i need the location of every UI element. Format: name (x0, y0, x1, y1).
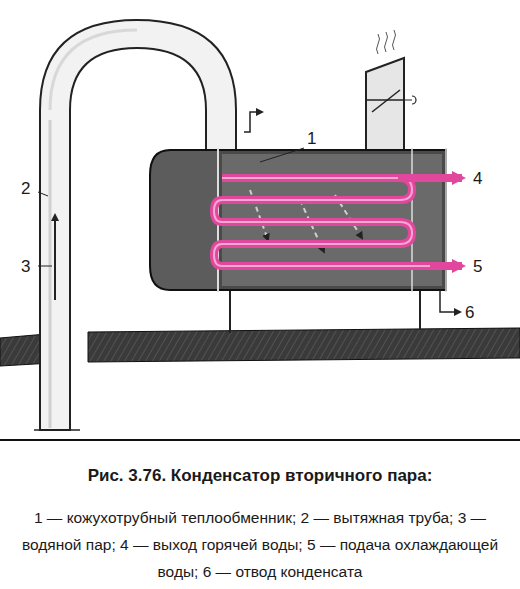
leader-lines (38, 148, 304, 266)
chimney (366, 30, 416, 152)
callout-number: 6 (464, 304, 475, 321)
callout-number: 2 (20, 180, 31, 197)
figure-caption: Рис. 3.76. Конденсатор вторичного пара: (10, 466, 510, 486)
condenser-illustration (0, 0, 520, 450)
callout-number: 3 (20, 258, 31, 275)
separator-rule (0, 439, 520, 441)
callout-number: 5 (472, 258, 483, 275)
floor-slab (0, 328, 520, 366)
caption-legend-text: 1 — кожухотрубный теплообменник; 2 — выт… (18, 504, 502, 585)
callout-number: 4 (472, 170, 483, 187)
support-legs (230, 290, 420, 333)
heat-exchanger (150, 148, 462, 312)
callout-number: 1 (306, 130, 317, 147)
